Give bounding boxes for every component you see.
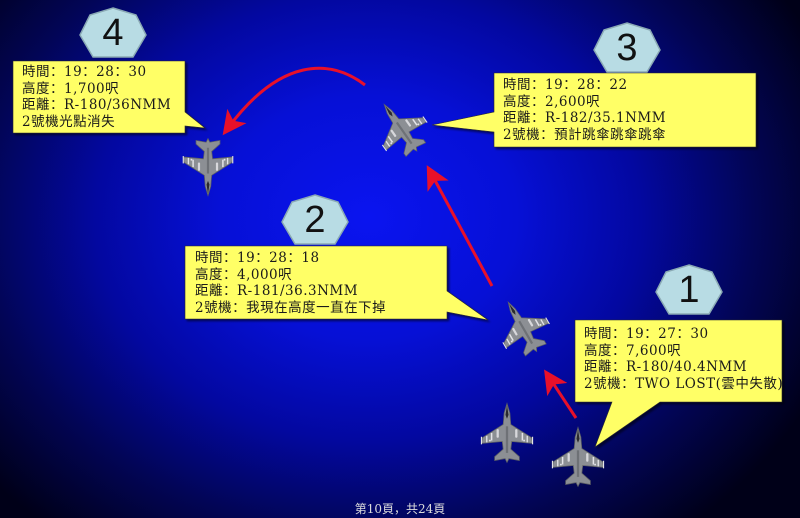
trajectory-arrow-3-to-4 bbox=[222, 66, 366, 136]
page-indicator: 第10頁，共24頁 bbox=[354, 502, 446, 516]
callout-4-text: 時間：19：28：30 高度：1,700呎 距離：R-180/36NMM 2號機… bbox=[22, 64, 171, 130]
step-badge-2: 2 bbox=[281, 194, 349, 246]
fighter-jet-icon-wingman-3 bbox=[362, 89, 439, 167]
heptagon-icon bbox=[281, 194, 349, 245]
fighter-jet-icon-wingman-1 bbox=[551, 427, 605, 487]
step-number: 2 bbox=[304, 199, 326, 241]
event-distance: 距離：R-182/35.1NMM bbox=[503, 110, 667, 126]
event-time: 時間：19：27：30 bbox=[584, 326, 709, 342]
callout-1-text: 時間：19：27：30 高度：7,600呎 距離：R-180/40.4NMM 2… bbox=[584, 326, 783, 392]
step-badge-1: 1 bbox=[655, 264, 723, 316]
event-distance: 距離：R-180/40.4NMM bbox=[584, 359, 748, 375]
callout-1-shape bbox=[574, 319, 783, 448]
event-altitude: 高度：4,000呎 bbox=[195, 266, 293, 283]
event-time: 時間：19：28：22 bbox=[503, 77, 628, 93]
trajectory-arrow-2-to-3 bbox=[426, 165, 494, 287]
heptagon-icon bbox=[655, 264, 723, 315]
step-number: 4 bbox=[102, 12, 124, 54]
step-badge-3: 3 bbox=[593, 22, 661, 74]
event-status: 2號機：我現在高度一直在下掉 bbox=[195, 299, 387, 316]
fighter-jet-icon-wingman-2 bbox=[485, 288, 560, 365]
fighter-jet-icon-wingman-4 bbox=[182, 138, 234, 197]
event-status: 2號機：TWO LOST(雲中失散) bbox=[584, 375, 784, 392]
event-altitude: 高度：7,600呎 bbox=[584, 342, 682, 359]
heptagon-icon bbox=[593, 22, 661, 73]
heptagon-icon bbox=[79, 7, 147, 58]
callout-2-text: 時間：19：28：18 高度：4,000呎 距離：R-181/36.3NMM 2… bbox=[195, 250, 386, 316]
step-badge-4: 4 bbox=[79, 7, 147, 59]
callout-2-shape bbox=[184, 245, 489, 321]
step-number: 3 bbox=[616, 27, 638, 69]
event-distance: 距離：R-180/36NMM bbox=[22, 97, 172, 113]
event-time: 時間：19：28：18 bbox=[195, 250, 320, 266]
step-number: 1 bbox=[678, 269, 700, 311]
event-status: 2號機光點消失 bbox=[22, 113, 116, 130]
trajectory-arrow-1-to-2 bbox=[544, 369, 578, 419]
event-time: 時間：19：28：30 bbox=[22, 64, 147, 80]
event-altitude: 高度：2,600呎 bbox=[503, 93, 601, 110]
callout-4-shape bbox=[12, 60, 206, 134]
event-status: 2號機：預計跳傘跳傘跳傘 bbox=[503, 126, 667, 143]
callout-3-shape bbox=[431, 72, 757, 148]
event-distance: 距離：R-181/36.3NMM bbox=[195, 283, 359, 299]
event-altitude: 高度：1,700呎 bbox=[22, 80, 120, 97]
fighter-jet-icon-lead bbox=[480, 403, 534, 463]
callout-3-text: 時間：19：28：22 高度：2,600呎 距離：R-182/35.1NMM 2… bbox=[503, 77, 666, 143]
